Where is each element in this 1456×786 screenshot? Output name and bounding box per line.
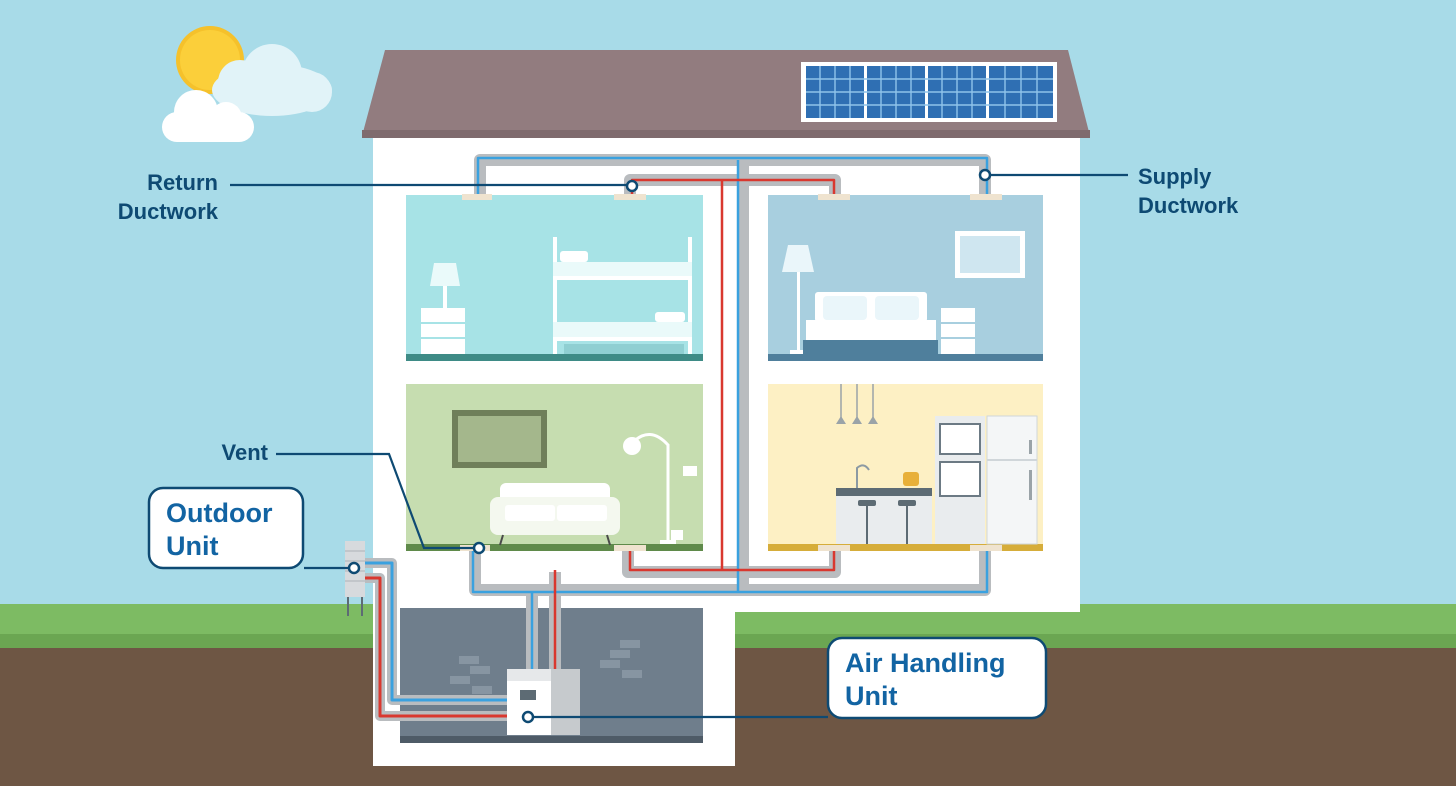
air-handling-unit-callout <box>826 636 1048 720</box>
outdoor-unit-marker <box>347 561 361 575</box>
bed-icon <box>803 292 938 354</box>
outlet-icon <box>671 530 683 540</box>
floor-lamp-icon <box>782 245 814 354</box>
return-ductwork-label-line1: Return <box>147 170 218 195</box>
fridge-icon <box>986 415 1038 545</box>
dresser-icon <box>941 308 975 354</box>
marker-dots <box>347 168 992 724</box>
outdoor-unit-label-line2: Unit <box>166 531 218 561</box>
nightstand-icon <box>421 308 465 354</box>
cloud-small-icon <box>162 90 254 142</box>
bunk-bed-icon <box>553 237 692 354</box>
room-kitchen <box>768 384 1043 551</box>
table-lamp-icon <box>430 263 460 308</box>
return-ductwork-label-line2: Ductwork <box>118 199 219 224</box>
arc-lamp-icon <box>623 433 676 544</box>
tv-icon <box>452 410 547 468</box>
air-handling-unit-label-line2: Unit <box>845 681 897 711</box>
air-handling-unit-marker <box>521 710 535 724</box>
air-handling-unit-icon <box>507 669 580 735</box>
wall-switch-icon <box>683 466 697 476</box>
air-handling-unit-label-line1: Air Handling <box>845 648 1006 678</box>
room-bedroom <box>768 195 1043 361</box>
supply-ductwork-marker <box>978 168 992 182</box>
oven-icon <box>935 416 985 544</box>
roof-eave <box>362 130 1090 138</box>
pendant-lights-icon <box>840 384 874 418</box>
vent-label: Vent <box>222 440 269 465</box>
room-living-room <box>406 384 703 551</box>
leader-lines <box>230 173 1128 719</box>
supply-ductwork-label-line2: Ductwork <box>1138 193 1239 218</box>
solar-panel-icon <box>801 62 1057 122</box>
sofa-icon <box>490 483 620 546</box>
room-bunk-bedroom <box>406 195 703 361</box>
refrigerant-lines <box>362 558 510 721</box>
vent-marker <box>472 541 486 555</box>
outdoor-unit-callout <box>147 486 305 570</box>
supply-ductwork-label-line1: Supply <box>1138 164 1212 189</box>
outdoor-unit-label-line1: Outdoor <box>166 498 273 528</box>
return-ductwork-marker <box>625 179 639 193</box>
kitchen-counter-icon <box>836 464 932 544</box>
cloud-icon <box>212 44 332 116</box>
wall-picture-icon <box>955 231 1025 278</box>
